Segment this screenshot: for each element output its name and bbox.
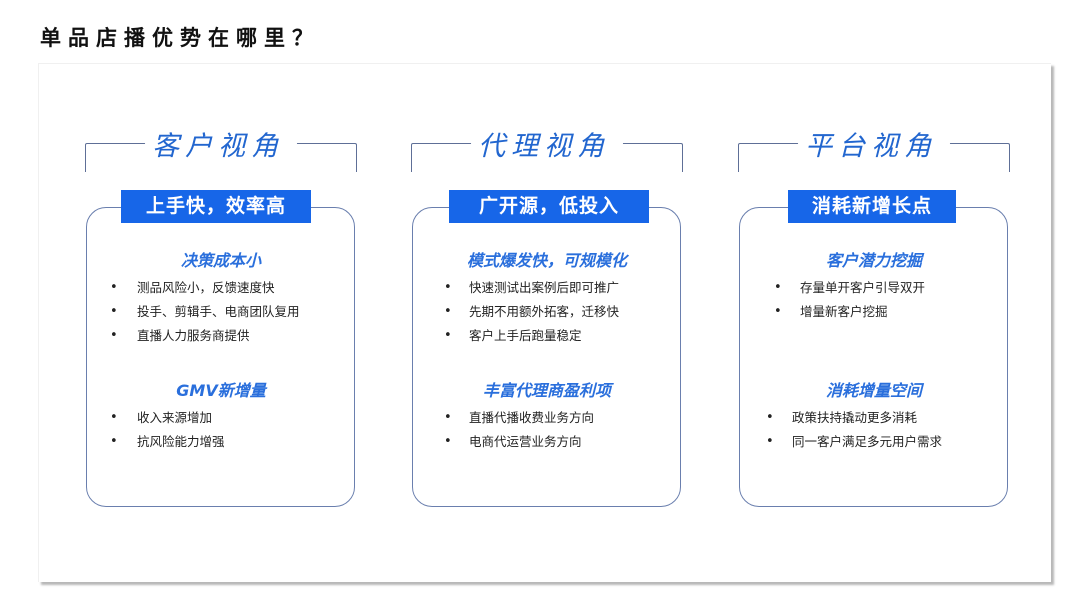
bullet-dot-icon: •: [110, 280, 118, 295]
section: 丰富代理商盈利项 •直播代播收费业务方向 •电商代运营业务方向: [411, 380, 683, 454]
heading-row: 代理视角: [411, 124, 683, 174]
section-title: GMV新增量: [176, 381, 266, 400]
column-customer: 客户视角 上手快，效率高 决策成本小 •测品风险小，反馈速度快 •投手、剪辑手、…: [85, 64, 357, 582]
bullet-dot-icon: •: [110, 328, 118, 343]
bullet-list: •存量单开客户引导双开 •增量新客户挖掘: [738, 276, 1010, 324]
bullet-list: •直播代播收费业务方向 •电商代运营业务方向: [411, 406, 683, 454]
bullet-dot-icon: •: [766, 434, 774, 449]
list-item: •存量单开客户引导双开: [738, 276, 1010, 300]
heading-row: 平台视角: [738, 124, 1010, 174]
list-item: •快速测试出案例后即可推广: [411, 276, 683, 300]
bullet-dot-icon: •: [444, 434, 452, 449]
section: GMV新增量 •收入来源增加 •抗风险能力增强: [85, 380, 357, 454]
card-label: 上手快，效率高: [121, 190, 311, 223]
list-item: •直播代播收费业务方向: [411, 406, 683, 430]
bullet-dot-icon: •: [774, 280, 782, 295]
card-label: 消耗新增长点: [788, 190, 956, 223]
list-item: •先期不用额外拓客，迁移快: [411, 300, 683, 324]
section-title: 消耗增量空间: [825, 381, 922, 400]
column-platform: 平台视角 消耗新增长点 客户潜力挖掘 •存量单开客户引导双开 •增量新客户挖掘 …: [738, 64, 1010, 582]
bullet-dot-icon: •: [444, 328, 452, 343]
list-item: •政策扶持撬动更多消耗: [738, 406, 1010, 430]
bullet-list: •政策扶持撬动更多消耗 •同一客户满足多元用户需求: [738, 406, 1010, 454]
column-heading: 代理视角: [466, 124, 628, 163]
column-heading: 平台视角: [793, 124, 955, 163]
bullet-list: •快速测试出案例后即可推广 •先期不用额外拓客，迁移快 •客户上手后跑量稳定: [411, 276, 683, 348]
section: 消耗增量空间 •政策扶持撬动更多消耗 •同一客户满足多元用户需求: [738, 380, 1010, 454]
list-item: •直播人力服务商提供: [85, 324, 357, 348]
bullet-dot-icon: •: [774, 304, 782, 319]
bullet-dot-icon: •: [110, 410, 118, 425]
column-heading: 客户视角: [140, 124, 302, 163]
list-item: •抗风险能力增强: [85, 430, 357, 454]
bullet-dot-icon: •: [766, 410, 774, 425]
section-title: 客户潜力挖掘: [825, 251, 922, 270]
bullet-list: •收入来源增加 •抗风险能力增强: [85, 406, 357, 454]
bullet-dot-icon: •: [110, 304, 118, 319]
bullet-dot-icon: •: [444, 280, 452, 295]
bullet-dot-icon: •: [110, 434, 118, 449]
list-item: •电商代运营业务方向: [411, 430, 683, 454]
section-title: 模式爆发快，可规模化: [466, 251, 627, 270]
list-item: •客户上手后跑量稳定: [411, 324, 683, 348]
list-item: •同一客户满足多元用户需求: [738, 430, 1010, 454]
section: 客户潜力挖掘 •存量单开客户引导双开 •增量新客户挖掘: [738, 250, 1010, 324]
page-title: 单品店播优势在哪里？: [40, 26, 320, 50]
heading-row: 客户视角: [85, 124, 357, 174]
content-frame: 客户视角 上手快，效率高 决策成本小 •测品风险小，反馈速度快 •投手、剪辑手、…: [38, 63, 1051, 582]
section-title: 丰富代理商盈利项: [482, 381, 611, 400]
card-label: 广开源，低投入: [449, 190, 649, 223]
column-agent: 代理视角 广开源，低投入 模式爆发快，可规模化 •快速测试出案例后即可推广 •先…: [411, 64, 683, 582]
section: 模式爆发快，可规模化 •快速测试出案例后即可推广 •先期不用额外拓客，迁移快 •…: [411, 250, 683, 348]
section-title: 决策成本小: [180, 251, 261, 270]
bullet-dot-icon: •: [444, 410, 452, 425]
bullet-list: •测品风险小，反馈速度快 •投手、剪辑手、电商团队复用 •直播人力服务商提供: [85, 276, 357, 348]
list-item: •增量新客户挖掘: [738, 300, 1010, 324]
list-item: •测品风险小，反馈速度快: [85, 276, 357, 300]
bullet-dot-icon: •: [444, 304, 452, 319]
section: 决策成本小 •测品风险小，反馈速度快 •投手、剪辑手、电商团队复用 •直播人力服…: [85, 250, 357, 348]
list-item: •投手、剪辑手、电商团队复用: [85, 300, 357, 324]
list-item: •收入来源增加: [85, 406, 357, 430]
